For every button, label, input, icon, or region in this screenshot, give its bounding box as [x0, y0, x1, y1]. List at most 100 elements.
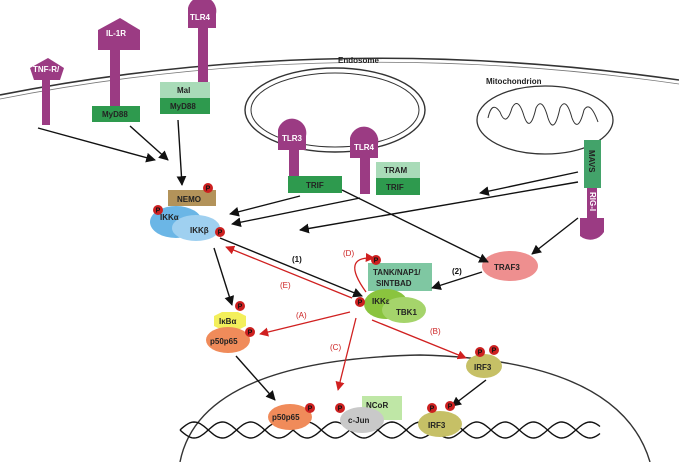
- tram-label: TRAM: [384, 166, 407, 175]
- p50p65-label: p50p65: [210, 337, 238, 346]
- tlr4-endosome-receptor: TLR4: [350, 126, 379, 194]
- svg-text:P: P: [448, 404, 453, 411]
- phosphate-4: P: [371, 255, 381, 265]
- svg-text:P: P: [206, 186, 211, 193]
- mitochondrion-label: Mitochondrion: [486, 77, 542, 86]
- svg-text:P: P: [492, 348, 497, 355]
- irf3-protein: [466, 354, 502, 378]
- tank-nap1-sintbad-protein: [368, 263, 432, 291]
- cell-membrane-inner: [0, 61, 679, 100]
- phosphate-1: P: [153, 205, 163, 215]
- myd88-adaptor-b: [160, 98, 210, 114]
- cjun-protein: [340, 407, 384, 433]
- ncor-label: NCoR: [366, 401, 388, 410]
- cjun-label: c-Jun: [348, 416, 369, 425]
- traf3-protein: [482, 251, 538, 281]
- tlr4-surface-label: TLR4: [190, 13, 211, 22]
- svg-text:P: P: [156, 208, 161, 215]
- endosome-label: Endosome: [338, 56, 379, 65]
- phosphate-groups: P P P P P P P P P P P P P: [153, 183, 499, 413]
- phosphate-0: P: [203, 183, 213, 193]
- endosome: [244, 67, 426, 153]
- phosphate-5: P: [235, 301, 245, 311]
- tank-label: TANK/NAP1/: [373, 268, 421, 277]
- trif-adaptor-a: [288, 176, 342, 193]
- mitochondrion: [476, 85, 614, 155]
- tlr3-label: TLR3: [282, 134, 303, 143]
- nemo-protein: [168, 190, 216, 206]
- ikkb-label: IKKβ: [190, 226, 209, 235]
- phosphate-10: P: [335, 403, 345, 413]
- phosphate-9: P: [305, 403, 315, 413]
- svg-text:P: P: [338, 406, 343, 413]
- phosphate-7: P: [475, 347, 485, 357]
- ikka-label: IKKα: [160, 213, 179, 222]
- ikke-label: IKKε: [372, 297, 390, 306]
- arrow-label-b: (B): [430, 327, 441, 336]
- ikba-label: IκBα: [219, 317, 236, 326]
- svg-text:P: P: [218, 230, 223, 237]
- dna-strand-a: [179, 421, 601, 439]
- svg-text:P: P: [308, 406, 313, 413]
- ikba-protein: [214, 312, 246, 330]
- tram-adaptor: [376, 162, 420, 178]
- ikkb-protein: [172, 215, 220, 241]
- phosphate-6: P: [245, 327, 255, 337]
- p50p65-protein: [206, 327, 250, 353]
- myd88-adaptor: [92, 106, 140, 122]
- arrow-label-2: (2): [452, 267, 462, 276]
- mavs-label: MAVS: [587, 150, 596, 173]
- tnfr-receptor: TNF-R/: [30, 58, 64, 125]
- il1r-label: IL-1R: [106, 29, 126, 38]
- trif-label-b: TRIF: [386, 183, 404, 192]
- arrow-label-1: (1): [292, 255, 302, 264]
- svg-text:P: P: [478, 350, 483, 357]
- black-arrows: [37, 119, 579, 407]
- rigi-label: RIG-I: [588, 192, 597, 211]
- arrow-label-a: (A): [296, 311, 307, 320]
- rig-i-receptor: RIG-I: [580, 188, 604, 240]
- nemo-label: NEMO: [177, 195, 201, 204]
- phosphate-3: P: [355, 297, 365, 307]
- arrow-label-d: (D): [343, 249, 354, 258]
- cell-membrane: [0, 57, 679, 96]
- dna-strand-b: [179, 421, 601, 439]
- irf3-nuc-label: IRF3: [428, 421, 446, 430]
- tlr3-receptor: TLR3: [278, 118, 307, 176]
- phosphate-8: P: [489, 345, 499, 355]
- arrow-label-e: (E): [280, 281, 291, 290]
- p50p65-nuc-label: p50p65: [272, 413, 300, 422]
- tlr4-surface-receptor: TLR4: [188, 0, 217, 84]
- svg-text:P: P: [238, 304, 243, 311]
- mitochondrion-cristae: [487, 103, 599, 126]
- tnfr-label: TNF-R/: [33, 65, 60, 74]
- p50p65-nuclear-protein: [268, 404, 312, 430]
- trif-adaptor-b: [376, 178, 420, 195]
- svg-text:P: P: [248, 330, 253, 337]
- mal-adaptor: [160, 82, 210, 98]
- irf3-label: IRF3: [474, 363, 492, 372]
- sintbad-label: SINTBAD: [376, 279, 412, 288]
- tbk1-label: TBK1: [396, 308, 417, 317]
- nuclear-membrane: [179, 354, 651, 463]
- svg-text:P: P: [430, 406, 435, 413]
- myd88-label-a: MyD88: [102, 110, 128, 119]
- traf3-label: TRAF3: [494, 263, 520, 272]
- red-arrows: [225, 245, 467, 391]
- svg-text:P: P: [374, 258, 379, 265]
- arrow-label-c: (C): [330, 343, 341, 352]
- trif-label-a: TRIF: [306, 181, 324, 190]
- il1r-receptor: IL-1R: [98, 18, 140, 106]
- phosphate-2: P: [215, 227, 225, 237]
- myd88-label-b: MyD88: [170, 102, 196, 111]
- phosphate-11: P: [427, 403, 437, 413]
- mavs-adaptor: [584, 140, 601, 188]
- tlr4-endo-label: TLR4: [354, 143, 375, 152]
- mal-label: Mal: [177, 86, 190, 95]
- phosphate-12: P: [445, 401, 455, 411]
- svg-text:P: P: [358, 300, 363, 307]
- irf3-nuclear-protein: [418, 411, 462, 437]
- tbk1-protein: [382, 297, 426, 323]
